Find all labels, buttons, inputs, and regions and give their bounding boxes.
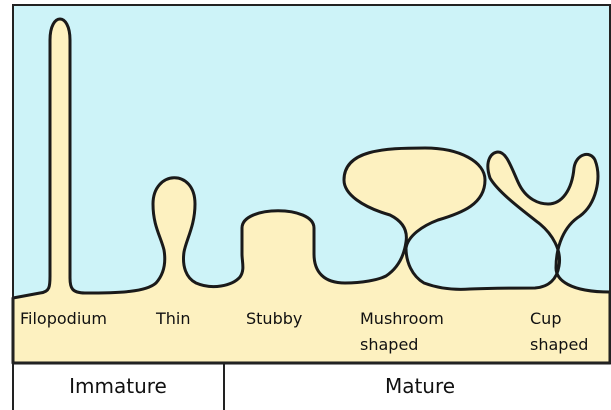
cup-label-line1: Cup	[530, 309, 561, 328]
stubby-label: Stubby	[246, 309, 302, 328]
cup-label-line2: shaped	[530, 335, 588, 354]
mushroom-label-line2: shaped	[360, 335, 418, 354]
category-mature: Mature	[385, 374, 455, 398]
thin-label: Thin	[155, 309, 191, 328]
category-immature: Immature	[69, 374, 167, 398]
mushroom-label-line1: Mushroom	[360, 309, 444, 328]
filopodium-label: Filopodium	[20, 309, 107, 328]
